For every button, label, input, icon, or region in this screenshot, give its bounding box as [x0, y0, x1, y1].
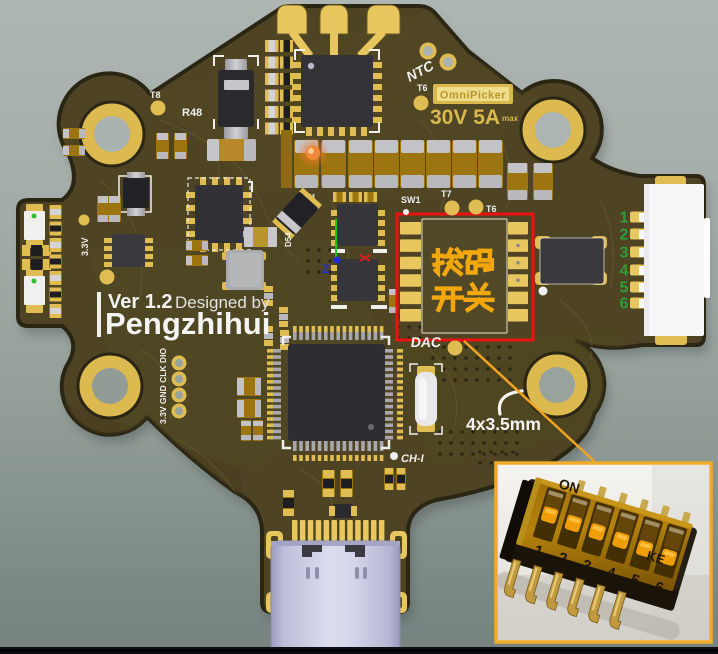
svg-text:T6: T6	[417, 83, 428, 93]
svg-text:6: 6	[620, 296, 629, 313]
svg-text:CH-I: CH-I	[400, 453, 425, 465]
svg-text:30V 5A: 30V 5A	[430, 106, 500, 129]
svg-text:R48: R48	[182, 107, 202, 119]
svg-text:3: 3	[620, 245, 629, 262]
svg-text:T6: T6	[486, 204, 497, 214]
svg-text:ON: ON	[557, 475, 582, 496]
svg-text:Z: Z	[322, 262, 329, 276]
svg-text:4: 4	[620, 263, 629, 280]
svg-text:T8: T8	[150, 90, 161, 100]
svg-text:T7: T7	[441, 189, 452, 199]
svg-text:KE: KE	[645, 548, 667, 568]
svg-text:3.3V GND CLK DIO: 3.3V GND CLK DIO	[158, 348, 168, 424]
svg-text:1: 1	[620, 210, 629, 227]
svg-text:D54: D54	[284, 232, 293, 247]
svg-text:5: 5	[620, 280, 629, 297]
svg-text:OmniPicker: OmniPicker	[440, 90, 506, 102]
svg-text:Ver 1.2: Ver 1.2	[108, 291, 173, 313]
svg-text:4x3.5mm: 4x3.5mm	[466, 414, 541, 434]
svg-text:2: 2	[620, 227, 629, 244]
svg-text:max: max	[502, 114, 519, 123]
svg-text:SW1: SW1	[401, 195, 421, 205]
svg-text:Designed by: Designed by	[175, 293, 270, 312]
svg-text:Pengzhihui: Pengzhihui	[105, 306, 270, 341]
svg-text:3.3V: 3.3V	[80, 237, 90, 256]
svg-text:DAC: DAC	[410, 334, 443, 350]
